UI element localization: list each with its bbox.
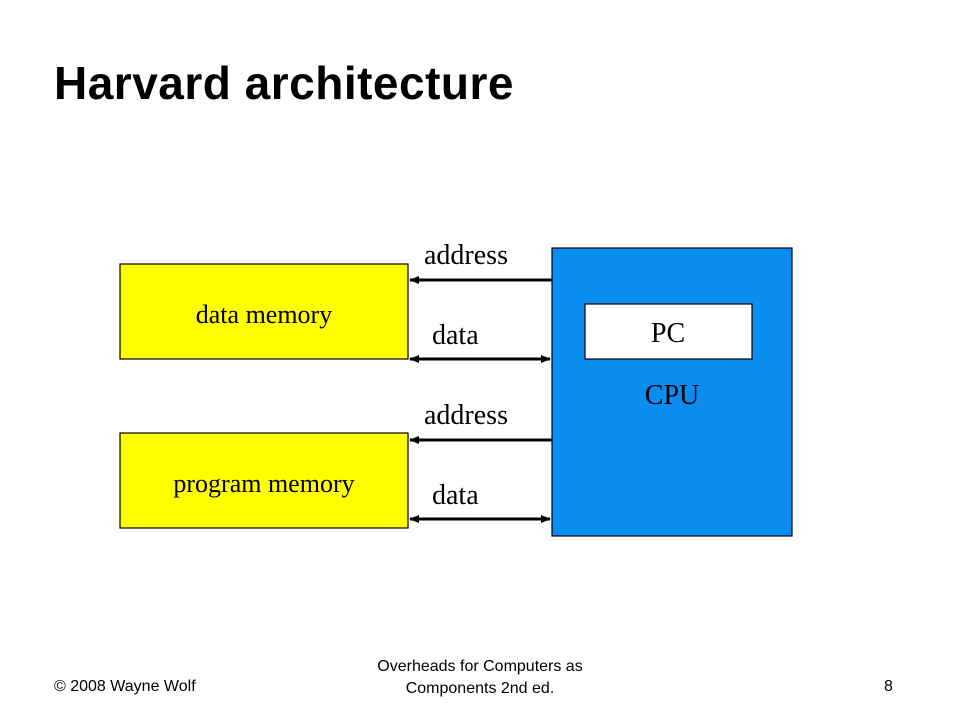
data-memory-label: data memory xyxy=(196,300,332,329)
footer-source-line2: Components 2nd ed. xyxy=(405,680,555,697)
cpu-label: CPU xyxy=(645,380,699,411)
pc-register-box xyxy=(584,303,753,360)
footer-source-line1: Overheads for Computers as xyxy=(377,658,583,675)
program-memory-label: program memory xyxy=(173,469,354,498)
slide-title: Harvard architecture xyxy=(54,57,514,109)
program-data-label: data xyxy=(432,480,479,511)
footer-page-number: 8 xyxy=(884,678,893,695)
program-memory-box xyxy=(119,432,409,529)
cpu-box xyxy=(551,247,793,537)
program-address-label: address xyxy=(424,400,508,431)
data-address-label: address xyxy=(424,240,508,271)
data-memory-box xyxy=(119,263,409,360)
footer-copyright: © 2008 Wayne Wolf xyxy=(54,678,196,695)
pc-label: PC xyxy=(651,318,685,349)
footer-source: Overheads for Computers as Components 2n… xyxy=(0,656,960,700)
data-data-label: data xyxy=(432,320,479,351)
